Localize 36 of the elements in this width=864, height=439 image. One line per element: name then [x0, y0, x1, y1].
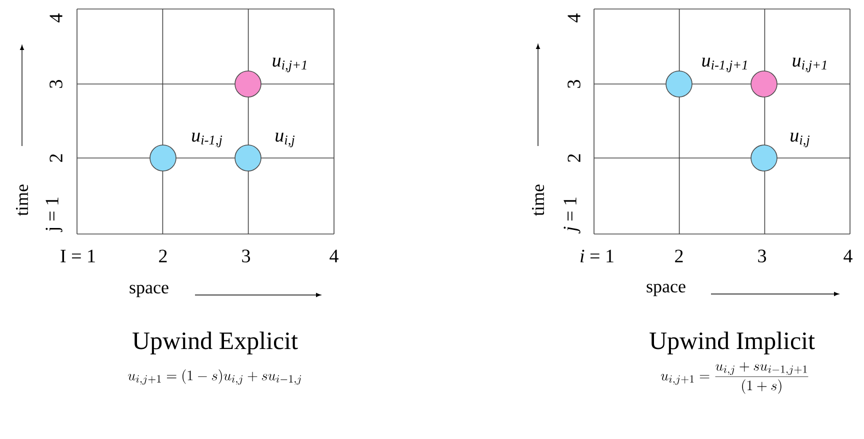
grid-point — [234, 144, 262, 172]
tick-label: j = 1 — [46, 198, 62, 232]
axis-label: space — [130, 284, 168, 298]
tick-label: 3 — [758, 250, 766, 262]
tick-label: I = 1 — [60, 250, 95, 262]
axis-label: time — [532, 184, 544, 216]
tick-label: 2 — [159, 250, 167, 262]
tick-label: 3 — [242, 250, 250, 262]
point-label: u$_{i-1,j}$ — [192, 132, 222, 148]
tick-label: 2 — [568, 154, 580, 162]
tick-label: 3 — [568, 80, 580, 88]
tick-label: 4 — [330, 250, 338, 262]
tick-label: 3 — [50, 80, 62, 88]
point-label: u$_{i-1,j+1}$ — [702, 58, 747, 72]
tick-label: j = 1 — [564, 198, 580, 234]
formula: $u_{i,j+1} = \frac{u_{i,j} + su_{i-1,j+1}}{(1+s)}$ — [661, 362, 808, 394]
point-label: u$_{i,j}$ — [790, 132, 810, 148]
grid-point — [150, 144, 176, 172]
formula: $u_{i,j+1} = (1-s)u_{i,j} + su_{i-1,j}$ — [128, 369, 302, 385]
point-label: u$_{i,j+1}$ — [272, 58, 306, 72]
panel-title: Upwind Explicit — [132, 332, 298, 354]
tick-label: 4 — [844, 250, 852, 262]
point-label: u$_{i,j}$ — [276, 132, 295, 148]
tick-label: 2 — [50, 154, 62, 162]
grid-point — [234, 70, 262, 98]
axis-label: space — [646, 284, 686, 296]
grid-point — [750, 70, 778, 98]
tick-label: i = 1 — [580, 250, 614, 262]
grid-point — [666, 70, 692, 98]
panel-title: Upwind Implicit — [650, 332, 815, 354]
tick-label: 4 — [568, 14, 580, 22]
point-label: u$_{i,j+1}$ — [792, 58, 826, 72]
axis-label: time — [16, 184, 28, 216]
tick-label: 4 — [50, 14, 62, 22]
grid-point — [750, 144, 778, 172]
tick-label: 2 — [675, 250, 683, 262]
